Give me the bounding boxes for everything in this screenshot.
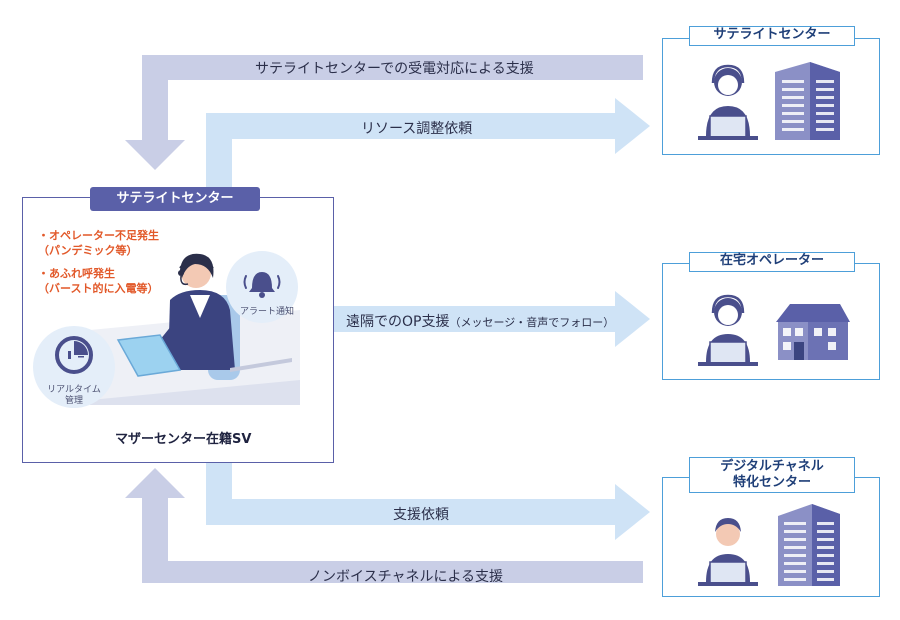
arrow-remote (334, 291, 650, 347)
alert-badge (226, 251, 298, 323)
label-resource: リソース調整依頼 (361, 121, 473, 137)
issue-1-line1: ・オペレーター不足発生 (38, 229, 159, 242)
arrow-bottom-back (125, 468, 643, 583)
digital-center-title: デジタルチャネル 特化センター (689, 457, 855, 493)
home-illustration (698, 294, 850, 366)
bell-icon (249, 272, 275, 292)
digital-title-2: 特化センター (732, 475, 811, 490)
issue-2-line1: ・あふれ呼発生 (38, 267, 115, 280)
realtime-badge (33, 326, 115, 408)
arrow-support-request (206, 463, 650, 540)
issue-1-line2: （パンデミック等） (38, 244, 138, 257)
home-operator-title: 在宅オペレーター (689, 252, 855, 272)
satellite-box (662, 38, 880, 155)
chart-icon (74, 341, 88, 355)
digital-illustration (698, 504, 840, 586)
label-support-request: 支援依頼 (393, 507, 449, 523)
label-remote: 遠隔でのOP支援（メッセージ・音声でフォロー） (346, 311, 614, 331)
arrow-resource (206, 98, 650, 197)
digital-title-1: デジタルチャネル (720, 459, 824, 474)
mother-center-title: サテライトセンター (90, 187, 260, 211)
issue-operator-shortage: ・オペレーター不足発生 （パンデミック等） (38, 228, 159, 258)
supervisor-illustration (90, 253, 300, 405)
arrow-top-back (125, 55, 643, 170)
satellite-title: サテライトセンター (689, 26, 855, 46)
label-bottom-back: ノンボイスチャネルによる支援 (308, 569, 504, 585)
realtime-label-1: リアルタイム (47, 385, 101, 395)
label-remote-main: 遠隔でのOP支援 (346, 314, 450, 330)
satellite-illustration (698, 62, 840, 140)
realtime-label: リアルタイム 管理 (46, 385, 102, 407)
alert-label: アラート通知 (240, 307, 295, 317)
issue-overflow-calls: ・あふれ呼発生 （バースト的に入電等） (38, 266, 158, 296)
label-top-back: サテライトセンターでの受電対応による支援 (255, 61, 534, 77)
mother-caption: マザーセンター在籍SV (115, 432, 252, 447)
label-remote-sub: （メッセージ・音声でフォロー） (449, 316, 615, 329)
realtime-label-2: 管理 (64, 396, 83, 406)
house-icon (776, 304, 850, 322)
issue-2-line2: （バースト的に入電等） (38, 282, 159, 295)
